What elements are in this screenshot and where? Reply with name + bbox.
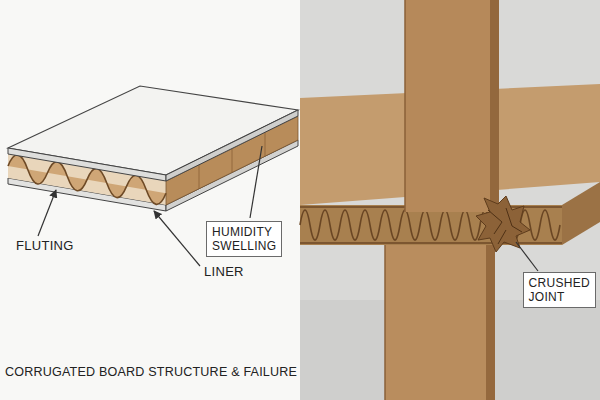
fluting-leader xyxy=(38,190,56,236)
callout-box: CRUSHED JOINT xyxy=(523,272,596,308)
crushed-joint-photo xyxy=(300,0,600,400)
panel-title: CORRUGATED BOARD STRUCTURE & FAILURE xyxy=(5,364,297,380)
callout-text: HUMIDITY SWELLING xyxy=(212,225,276,253)
swelling-leader xyxy=(250,146,262,218)
top-liner xyxy=(8,86,298,181)
part-label: FLUTING xyxy=(16,238,74,253)
left-ground xyxy=(0,0,300,400)
callout-text: CRUSHED JOINT xyxy=(529,276,590,304)
joint-leader xyxy=(516,242,538,271)
part-label: LINER xyxy=(204,264,244,279)
callout-box: HUMIDITY SWELLING xyxy=(206,221,282,257)
liner-leader xyxy=(154,211,200,266)
